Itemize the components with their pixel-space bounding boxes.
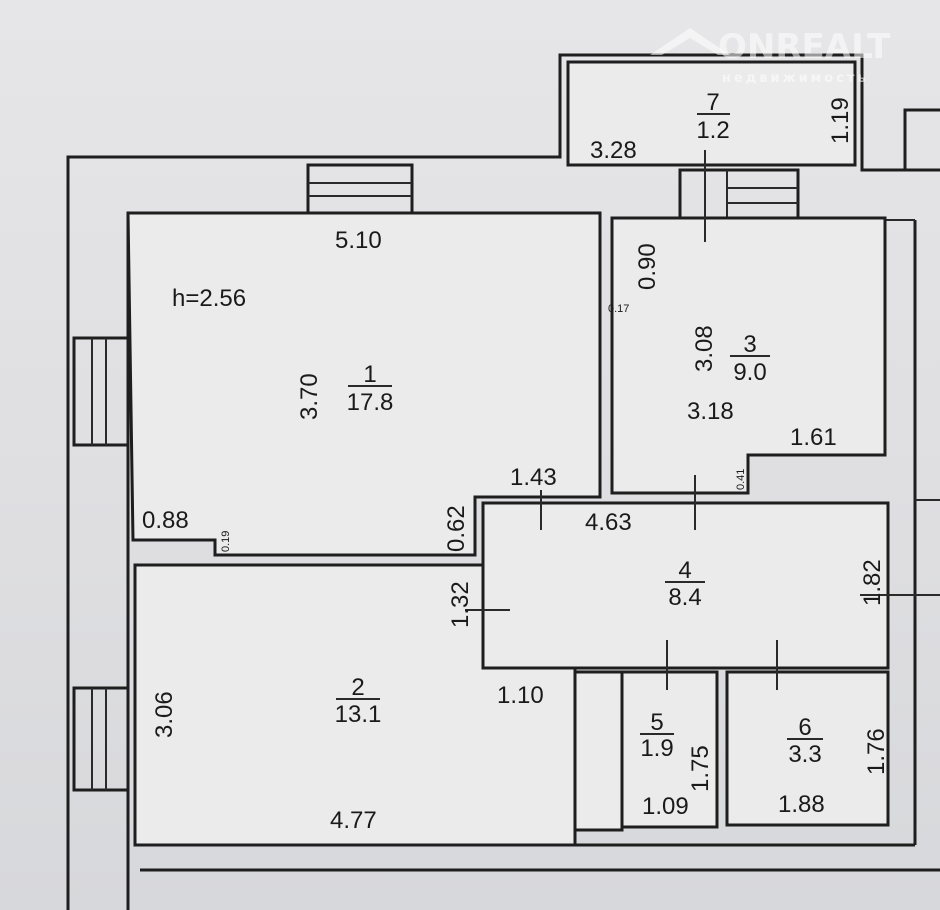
room-number: 2 [351, 674, 364, 701]
room-5 [620, 670, 719, 829]
closet [573, 670, 624, 832]
svg-text:0.88: 0.88 [142, 507, 189, 534]
adjacent-block [903, 108, 940, 172]
room-number: 1 [363, 361, 376, 388]
room-6 [725, 670, 890, 827]
room-area: 1.2 [696, 117, 729, 144]
svg-text:1.19: 1.19 [827, 97, 854, 144]
room-area: 9.0 [733, 359, 766, 386]
svg-text:недвижимость: недвижимость [722, 71, 869, 86]
svg-text:1.09: 1.09 [642, 793, 689, 820]
svg-text:1.61: 1.61 [790, 424, 837, 451]
room-number: 5 [650, 709, 663, 736]
room-area: 17.8 [347, 389, 394, 416]
svg-text:0.62: 0.62 [443, 505, 470, 552]
window-left-bottom [72, 686, 130, 792]
svg-text:ONREALT: ONREALT [718, 27, 891, 67]
ceiling-height: h=2.56 [172, 285, 246, 312]
watermark-logo: ONREALT недвижимость [650, 27, 891, 86]
svg-text:4.77: 4.77 [330, 807, 377, 834]
svg-text:1.32: 1.32 [447, 581, 474, 628]
room-area: 1.9 [640, 735, 673, 762]
svg-text:1.43: 1.43 [510, 464, 557, 491]
svg-text:1.10: 1.10 [497, 682, 544, 709]
room-1 [126, 211, 602, 557]
room-number: 6 [798, 714, 811, 741]
window-left-top [72, 336, 130, 447]
room-labels: 1 17.8 2 13.1 3 9.0 4 8.4 5 1.9 6 3.3 7 … [172, 89, 823, 768]
room-number: 4 [678, 557, 691, 584]
room-area: 8.4 [668, 584, 701, 611]
svg-text:0.19: 0.19 [220, 531, 232, 552]
svg-text:4.63: 4.63 [585, 509, 632, 536]
room-4 [481, 501, 890, 670]
svg-text:1.82: 1.82 [859, 559, 886, 606]
room-number: 3 [743, 331, 756, 358]
room-number: 7 [706, 89, 719, 116]
svg-text:3.28: 3.28 [590, 137, 637, 164]
svg-text:0.41: 0.41 [735, 469, 747, 490]
svg-text:1.76: 1.76 [863, 728, 890, 775]
svg-text:3.18: 3.18 [687, 398, 734, 425]
dimension-labels: 5.10 3.70 0.88 0.19 0.62 1.43 4.63 1.32 … [142, 97, 890, 834]
room-area: 13.1 [335, 701, 382, 728]
window-top [306, 163, 414, 215]
door-marks [465, 150, 915, 690]
svg-text:3.08: 3.08 [691, 325, 718, 372]
svg-text:1.75: 1.75 [687, 745, 714, 792]
svg-text:1.88: 1.88 [778, 791, 825, 818]
svg-text:0.90: 0.90 [634, 243, 661, 290]
balcony-door [678, 168, 800, 222]
svg-text:5.10: 5.10 [335, 227, 382, 254]
svg-text:0.17: 0.17 [608, 303, 629, 315]
svg-text:3.70: 3.70 [296, 373, 323, 420]
svg-text:3.06: 3.06 [151, 691, 178, 738]
room-area: 3.3 [788, 741, 821, 768]
